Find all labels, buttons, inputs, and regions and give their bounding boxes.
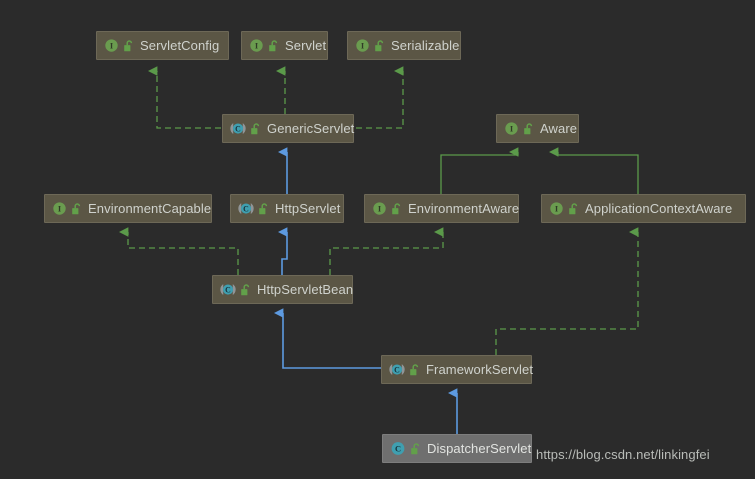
class-node-label: Servlet [285,38,327,53]
class-icon: C [391,442,405,455]
class-node-label: ServletConfig [140,38,220,53]
unlocked-padlock-icon [524,122,533,134]
svg-text:I: I [110,41,113,51]
unlocked-padlock-icon [251,122,260,134]
interface-icon: I [373,202,386,215]
edge-httpservletbean-implements-environmentaware [329,227,444,275]
edge-genericservlet-implements-servletconfig [147,66,248,129]
class-node-genericservlet[interactable]: C GenericServlet [222,114,354,143]
edge-httpservletbean-extends-httpservlet [277,227,288,275]
class-node-label: HttpServletBean [257,282,354,297]
svg-text:I: I [255,41,258,51]
class-node-environmentcapable[interactable]: I EnvironmentCapable [44,194,212,223]
svg-text:I: I [361,41,364,51]
svg-text:I: I [555,204,558,214]
unlocked-padlock-icon [375,39,384,51]
class-node-label: FrameworkServlet [426,362,534,377]
interface-icon: I [53,202,66,215]
svg-text:C: C [395,444,401,454]
svg-text:C: C [225,286,231,295]
abstract-class-icon: C [238,203,254,214]
svg-text:I: I [58,204,61,214]
class-node-label: Aware [540,121,578,136]
class-node-label: ApplicationContextAware [585,201,733,216]
class-node-servletconfig[interactable]: I ServletConfig [96,31,229,60]
class-node-label: Serializable [391,38,460,53]
svg-text:C: C [394,366,400,375]
interface-icon: I [550,202,563,215]
interface-icon: I [105,39,118,52]
class-node-httpservletbean[interactable]: C HttpServletBean [212,275,353,304]
class-node-label: HttpServlet [275,201,341,216]
class-node-applicationcontextaware[interactable]: I ApplicationContextAware [541,194,746,223]
abstract-class-icon: C [220,284,236,295]
class-node-label: EnvironmentCapable [88,201,212,216]
edge-environmentaware-extends-aware [440,147,519,194]
abstract-class-icon: C [389,364,405,375]
class-node-label: DispatcherServlet [427,441,532,456]
unlocked-padlock-icon [259,202,268,214]
watermark-text: https://blog.csdn.net/linkingfei [536,447,710,462]
abstract-class-icon: C [230,123,246,134]
class-node-label: GenericServlet [267,121,355,136]
edge-httpservletbean-implements-environmentcapable [118,227,239,275]
svg-text:C: C [243,205,249,214]
class-node-servlet[interactable]: I Servlet [241,31,328,60]
svg-text:I: I [510,124,513,134]
class-node-label: EnvironmentAware [408,201,520,216]
unlocked-padlock-icon [569,202,578,214]
unlocked-padlock-icon [269,39,278,51]
interface-icon: I [505,122,518,135]
unlocked-padlock-icon [411,442,420,454]
unlocked-padlock-icon [410,363,419,375]
unlocked-padlock-icon [241,283,250,295]
interface-icon: I [356,39,369,52]
svg-text:C: C [235,125,241,134]
svg-text:I: I [378,204,381,214]
interface-icon: I [250,39,263,52]
class-node-dispatcherservlet[interactable]: C DispatcherServlet [382,434,532,463]
class-node-aware[interactable]: I Aware [496,114,579,143]
unlocked-padlock-icon [392,202,401,214]
unlocked-padlock-icon [72,202,81,214]
unlocked-padlock-icon [124,39,133,51]
class-node-environmentaware[interactable]: I EnvironmentAware [364,194,519,223]
edge-applicationcontextaware-extends-aware [548,147,639,194]
class-node-serializable[interactable]: I Serializable [347,31,461,60]
edge-genericservlet-implements-serializable [329,66,404,129]
class-node-frameworkservlet[interactable]: C FrameworkServlet [381,355,534,384]
edge-frameworkservlet-implements-applicationcontextaware [495,227,639,355]
class-node-httpservlet[interactable]: C HttpServlet [230,194,344,223]
